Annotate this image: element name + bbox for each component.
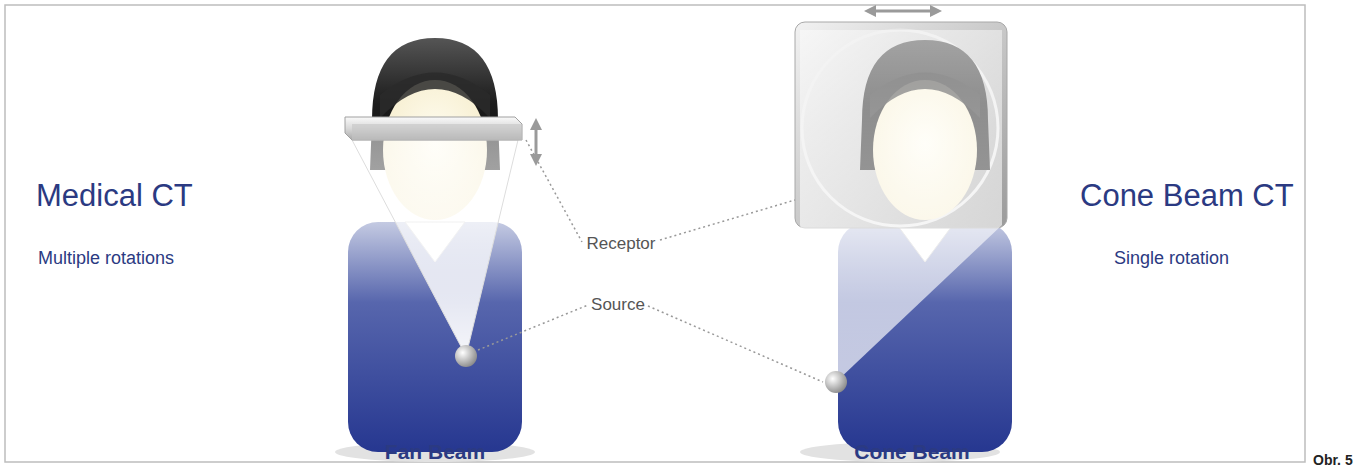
leader-line — [660, 200, 795, 240]
leader-line — [478, 305, 588, 350]
fringe — [380, 73, 490, 119]
receptor-bar — [345, 117, 522, 140]
system-title: Cone Beam CT — [1080, 178, 1294, 214]
source-ball — [825, 371, 847, 393]
source-ball — [455, 345, 477, 367]
system-note: Single rotation — [1114, 248, 1229, 269]
part-label: Receptor — [587, 234, 656, 254]
beam-label: Cone Beam — [854, 440, 970, 464]
cone-beam — [800, 30, 1002, 382]
leader-line — [526, 140, 582, 242]
frame — [5, 5, 1305, 462]
system-title: Medical CT — [36, 178, 193, 214]
part-label: Source — [591, 295, 645, 315]
translation-arrow — [535, 124, 538, 160]
fan-beam — [352, 140, 518, 356]
system-note: Multiple rotations — [38, 248, 174, 269]
receptor-face — [352, 124, 522, 140]
fan-beam-figure — [335, 38, 536, 462]
cone-beam-figure — [795, 11, 1012, 462]
rotation-arrow — [870, 10, 936, 13]
leader-line — [648, 306, 823, 382]
figure-number: Obr. 5 — [1313, 452, 1353, 468]
beam-label: Fan Beam — [385, 440, 485, 464]
leader-lines — [478, 140, 823, 382]
